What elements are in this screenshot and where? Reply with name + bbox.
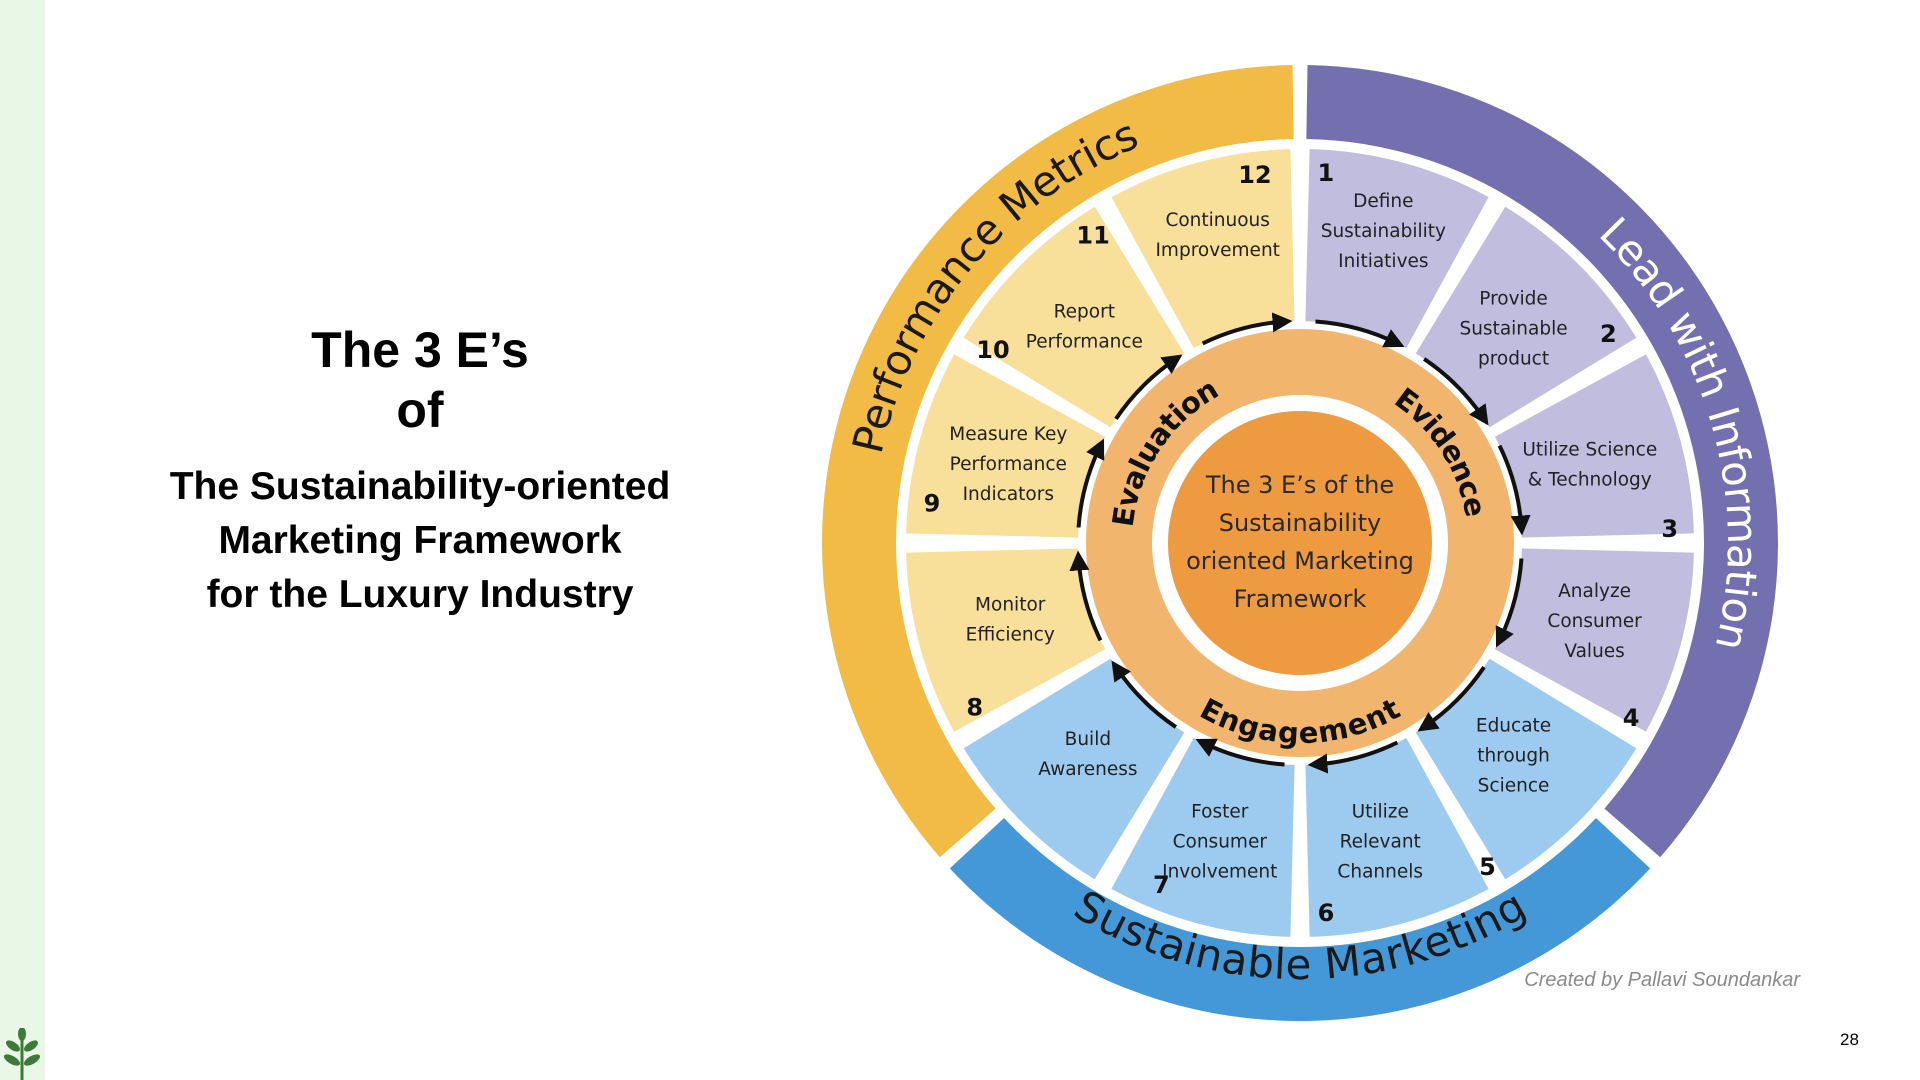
outer-ring-segment [949,818,1651,1022]
step-label: Define [1353,191,1413,212]
title-line-2: of [396,382,444,438]
step-label: & Technology [1528,469,1652,490]
step-label: Performance [1026,331,1143,352]
step-label: Involvement [1162,861,1277,882]
step-label: Improvement [1155,240,1279,261]
step-label: Consumer [1173,831,1268,852]
flow-arrow [1195,738,1285,767]
step-segment [963,206,1185,428]
step-label: Provide [1479,288,1548,309]
step-label: Measure Key [949,424,1067,445]
step-segment [1494,354,1694,538]
flow-arrow [1069,550,1103,642]
step-label: Consumer [1547,611,1642,632]
left-accent-strip [0,0,45,1080]
step-label: product [1478,348,1549,369]
step-label: through [1477,746,1550,767]
flow-arrow [1114,354,1183,420]
step-label: Sustainable [1459,318,1567,339]
flow-arrow [1423,357,1489,426]
center-label: Framework [1234,585,1367,613]
flow-arrow [1307,740,1399,774]
flow-arrow [1201,312,1293,346]
slide-subtitle: The Sustainability-oriented Marketing Fr… [110,460,730,622]
flow-arrow [1497,444,1531,536]
step-segment [1415,206,1637,428]
step-label: Monitor [975,595,1046,616]
center-label: oriented Marketing [1186,547,1414,575]
step-label: Science [1478,776,1550,797]
flow-arrow [1076,438,1105,528]
step-number: 11 [1076,221,1109,249]
credit-text: Created by Pallavi Soundankar [1524,969,1801,991]
step-number: 9 [924,489,941,517]
flow-arrow [1111,660,1177,729]
step-segment [1415,658,1637,880]
subtitle-line-2: Marketing Framework [218,519,622,562]
step-number: 3 [1661,515,1678,543]
step-segment [906,354,1106,538]
step-label: Efficiency [966,625,1055,646]
flow-arrow [1495,558,1524,648]
step-label: Awareness [1038,759,1137,780]
step-label: Sustainability [1321,221,1446,242]
step-number: 1 [1317,159,1334,187]
step-label: Initiatives [1338,251,1428,272]
step-label: Continuous [1165,210,1270,231]
step-label: Performance [950,454,1067,475]
outer-ring-segment [1306,65,1778,858]
step-segment [963,658,1185,880]
step-label: Indicators [963,484,1054,505]
step-number: 12 [1238,161,1271,189]
outer-ring-segment [821,65,1294,858]
subtitle-line-3: for the Luxury Industry [206,573,634,616]
step-label: Relevant [1340,831,1421,852]
step-number: 6 [1318,899,1335,927]
leaf-logo-icon [3,1028,41,1080]
step-segment [1305,149,1489,349]
step-number: 2 [1600,320,1617,348]
step-label: Foster [1191,801,1249,822]
title-line-1: The 3 E’s [311,322,529,378]
step-label: Utilize [1352,801,1409,822]
step-number: 5 [1479,853,1496,881]
center-circle [1168,411,1432,675]
step-segment [906,548,1106,732]
center-label: The 3 E’s of the [1205,471,1394,499]
step-number: 10 [976,336,1009,364]
step-segment [1305,737,1489,937]
step-label: Report [1054,301,1115,322]
step-label: Educate [1476,716,1551,737]
step-number: 7 [1153,871,1170,899]
step-label: Build [1065,729,1111,750]
title-block: The 3 E’s of The Sustainability-oriented… [110,320,730,622]
step-segment [1494,548,1694,732]
step-number: 4 [1623,704,1640,732]
slide-title: The 3 E’s of [110,320,730,440]
page-number: 28 [1840,1030,1859,1049]
subtitle-line-1: The Sustainability-oriented [169,465,671,508]
flow-arrow [1417,666,1486,732]
step-label: Utilize Science [1522,439,1657,460]
step-label: Channels [1337,861,1423,882]
center-label: Sustainability [1219,509,1382,537]
step-label: Analyze [1558,581,1631,602]
step-number: 8 [966,694,983,722]
step-segment [1111,149,1295,349]
flow-arrow [1315,319,1405,348]
step-label: Values [1564,641,1624,662]
step-segment [1111,737,1295,937]
